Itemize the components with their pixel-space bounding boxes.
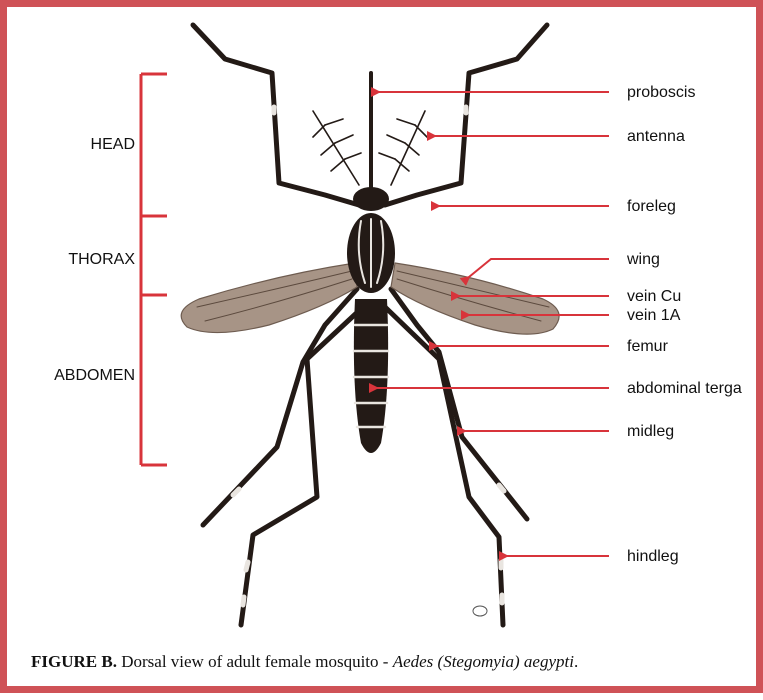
label-femur: femur xyxy=(627,338,669,355)
label-abdominal-terga: abdominal terga xyxy=(627,380,742,397)
body-region-bracket xyxy=(141,74,167,465)
caption-figure-label: FIGURE B. xyxy=(31,652,117,671)
label-foreleg: foreleg xyxy=(627,198,676,215)
label-midleg: midleg xyxy=(627,423,674,440)
arrow-wing xyxy=(469,259,609,277)
label-antenna: antenna xyxy=(627,128,685,145)
caption-end: . xyxy=(574,652,578,671)
label-vein-cu: vein Cu xyxy=(627,288,681,305)
head-shape xyxy=(353,187,389,211)
region-head-label: HEAD xyxy=(91,136,135,153)
label-vein-1a: vein 1A xyxy=(627,307,681,324)
mosquito-illustration xyxy=(181,25,559,625)
scale-mark xyxy=(473,606,487,616)
caption-species: Aedes (Stegomyia) aegypti xyxy=(393,652,574,671)
caption-text: Dorsal view of adult female mosquito - xyxy=(117,652,393,671)
label-proboscis: proboscis xyxy=(627,84,695,101)
region-abdomen-label: ABDOMEN xyxy=(54,367,135,384)
figure-caption: FIGURE B. Dorsal view of adult female mo… xyxy=(31,652,751,672)
label-hindleg: hindleg xyxy=(627,548,679,565)
region-thorax-label: THORAX xyxy=(68,251,135,268)
mosquito-diagram: HEAD THORAX ABDOMEN xyxy=(7,7,763,700)
label-wing: wing xyxy=(626,251,660,268)
